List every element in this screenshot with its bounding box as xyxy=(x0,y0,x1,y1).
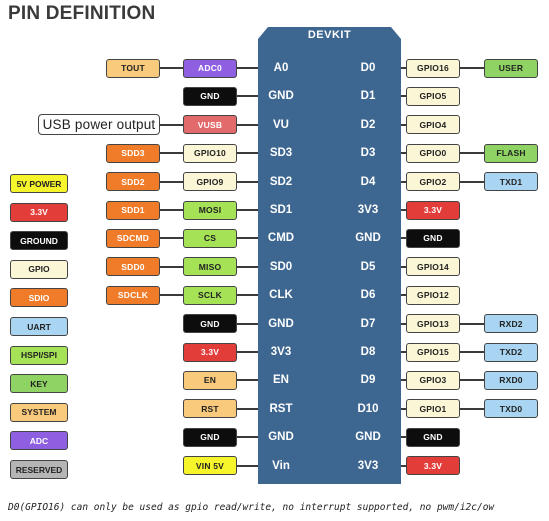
legend-adc: ADC xyxy=(10,431,68,451)
label-gnd: GND xyxy=(183,427,237,447)
label-gpio1: GPIO1 xyxy=(406,399,460,419)
label-usb-power-output: USB power output xyxy=(38,114,160,136)
label-adc0: ADC0 xyxy=(183,58,237,78)
label-gnd: GND xyxy=(406,228,460,248)
footnote: D0(GPIO16) can only be used as gpio read… xyxy=(8,502,495,513)
label-gpio4: GPIO4 xyxy=(406,115,460,135)
legend-system: SYSTEM xyxy=(10,402,68,422)
label-gpio9: GPIO9 xyxy=(183,172,237,192)
label-flash: FLASH xyxy=(484,143,538,163)
pin-gnd: GND xyxy=(268,431,294,444)
pin-cmd: CMD xyxy=(267,232,295,245)
label-gpio5: GPIO5 xyxy=(406,86,460,106)
label-gpio13: GPIO13 xyxy=(406,314,460,334)
label-sdclk: SDCLK xyxy=(106,285,160,305)
pin-rst: RST xyxy=(269,402,293,415)
pin-d0: D0 xyxy=(360,62,376,74)
pin-gnd: GND xyxy=(355,232,381,245)
pin-vu: VU xyxy=(273,118,289,131)
pin-d5: D5 xyxy=(360,260,376,273)
pin-3v3: 3V3 xyxy=(270,346,292,358)
label-sclk: SCLK xyxy=(183,285,237,305)
label-gpio16: GPIO16 xyxy=(406,58,460,78)
pin-clk: CLK xyxy=(269,289,293,302)
legend-reserved: RESERVED xyxy=(10,460,68,479)
label-sdd1: SDD1 xyxy=(106,200,160,220)
label-gpio15: GPIO15 xyxy=(406,342,460,362)
pin-gnd: GND xyxy=(268,90,294,103)
pin-3v3: 3V3 xyxy=(357,204,379,216)
label-gnd: GND xyxy=(183,314,237,334)
legend-5v-power: 5V POWER xyxy=(10,174,68,193)
label-gpio14: GPIO14 xyxy=(406,257,460,277)
label-txd0: TXD0 xyxy=(484,399,538,419)
label-rst: RST xyxy=(183,399,237,419)
legend-uart: UART xyxy=(10,317,68,336)
devkit-board xyxy=(258,27,401,484)
label-3-3v: 3.3V xyxy=(183,342,237,362)
label-sdd2: SDD2 xyxy=(106,172,160,192)
pin-en: EN xyxy=(273,374,289,387)
pin-d7: D7 xyxy=(360,317,376,330)
pin-3v3: 3V3 xyxy=(357,459,379,472)
label-tout: TOUT xyxy=(106,58,160,78)
label-gpio3: GPIO3 xyxy=(406,370,460,390)
page-title: PIN DEFINITION xyxy=(8,3,156,24)
pin-d4: D4 xyxy=(360,175,376,188)
label-user: USER xyxy=(484,58,538,78)
pin-d8: D8 xyxy=(360,346,376,358)
legend-sdio: SDIO xyxy=(10,288,68,308)
label-vusb: VUSB xyxy=(183,115,237,135)
legend-ground: GROUND xyxy=(10,231,68,251)
label-rxd2: RXD2 xyxy=(484,314,538,334)
label-gpio10: GPIO10 xyxy=(183,143,237,163)
pin-gnd: GND xyxy=(355,431,381,444)
pin-sd2: SD2 xyxy=(269,175,293,188)
label-sdcmd: SDCMD xyxy=(106,228,160,248)
label-en: EN xyxy=(183,370,237,390)
label-txd2: TXD2 xyxy=(484,342,538,362)
pin-d9: D9 xyxy=(360,374,376,387)
pin-d1: D1 xyxy=(360,90,376,103)
label-gpio2: GPIO2 xyxy=(406,172,460,192)
label-sdd3: SDD3 xyxy=(106,143,160,163)
pin-d10: D10 xyxy=(357,402,379,415)
pin-d6: D6 xyxy=(360,289,376,302)
label-cs: CS xyxy=(183,228,237,248)
label-3-3v: 3.3V xyxy=(406,200,460,220)
board-name: DEVKIT xyxy=(307,29,352,41)
legend-gpio: GPIO xyxy=(10,259,68,279)
pin-gnd: GND xyxy=(268,317,294,330)
label-txd1: TXD1 xyxy=(484,172,538,192)
pin-d3: D3 xyxy=(360,147,376,160)
legend-key: KEY xyxy=(10,374,68,394)
legend-3-3v: 3.3V xyxy=(10,202,68,222)
label-gnd: GND xyxy=(183,86,237,106)
label-mosi: MOSI xyxy=(183,200,237,220)
pin-sd1: SD1 xyxy=(269,204,293,216)
label-gpio0: GPIO0 xyxy=(406,143,460,163)
pin-a0: A0 xyxy=(273,62,289,74)
pin-d2: D2 xyxy=(360,118,376,131)
label-rxd0: RXD0 xyxy=(484,370,538,390)
label-vin-5v: VIN 5V xyxy=(183,456,237,476)
pin-sd0: SD0 xyxy=(269,260,293,273)
label-gpio12: GPIO12 xyxy=(406,285,460,305)
pin-sd3: SD3 xyxy=(269,147,293,160)
label-gnd: GND xyxy=(406,427,460,447)
legend-hspi-spi: HSPI/SPI xyxy=(10,345,68,365)
label-3-3v: 3.3V xyxy=(406,456,460,476)
label-miso: MISO xyxy=(183,257,237,277)
pin-vin: Vin xyxy=(272,459,290,472)
label-sdd0: SDD0 xyxy=(106,257,160,277)
